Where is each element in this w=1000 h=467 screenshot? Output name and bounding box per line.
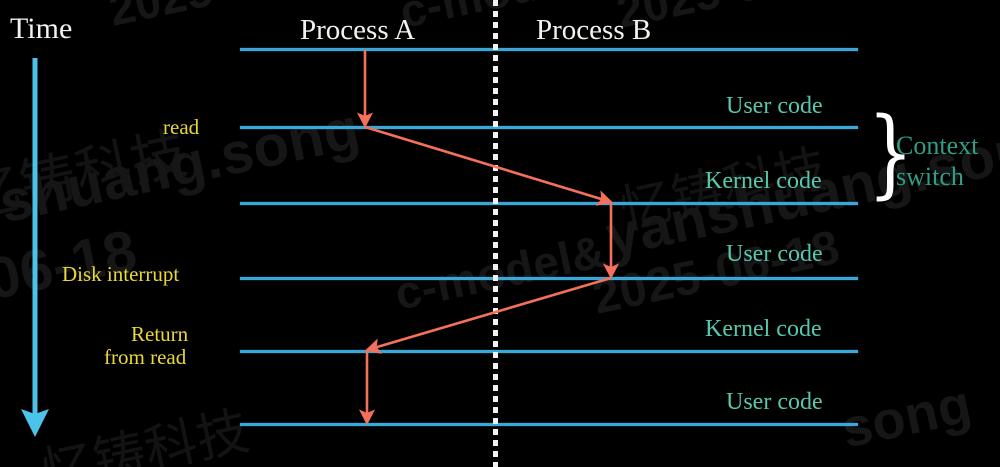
event-label: Disk interrupt	[62, 262, 180, 286]
mode-label: User code	[726, 93, 823, 119]
mode-label: User code	[726, 389, 823, 415]
time-axis-title: Time	[10, 12, 73, 45]
annotation-context-switch-line2: switch	[896, 162, 964, 191]
curly-brace-icon: }	[867, 97, 914, 209]
mode-label: Kernel code	[705, 168, 822, 194]
column-title-process-b: Process B	[536, 14, 652, 46]
timeline-rule	[240, 277, 858, 280]
control-flow-arrows	[356, 50, 620, 426]
b-to-a-return-arrow	[365, 276, 612, 354]
process-divider	[493, 0, 498, 467]
timeline-rule	[240, 350, 858, 353]
timeline-rule	[240, 126, 858, 129]
event-label: from read	[104, 345, 187, 369]
mode-label: User code	[726, 241, 823, 267]
timeline-rule	[240, 423, 858, 426]
event-label: read	[163, 115, 200, 139]
mode-label: Kernel code	[705, 316, 822, 342]
timeline-rule	[240, 48, 858, 51]
event-label: Return	[131, 322, 189, 346]
column-title-process-a: Process A	[300, 14, 416, 46]
annotation-context-switch-line1: Context	[896, 131, 979, 160]
a-to-b-kernel-arrow	[364, 125, 613, 206]
timeline-rule	[240, 202, 858, 205]
